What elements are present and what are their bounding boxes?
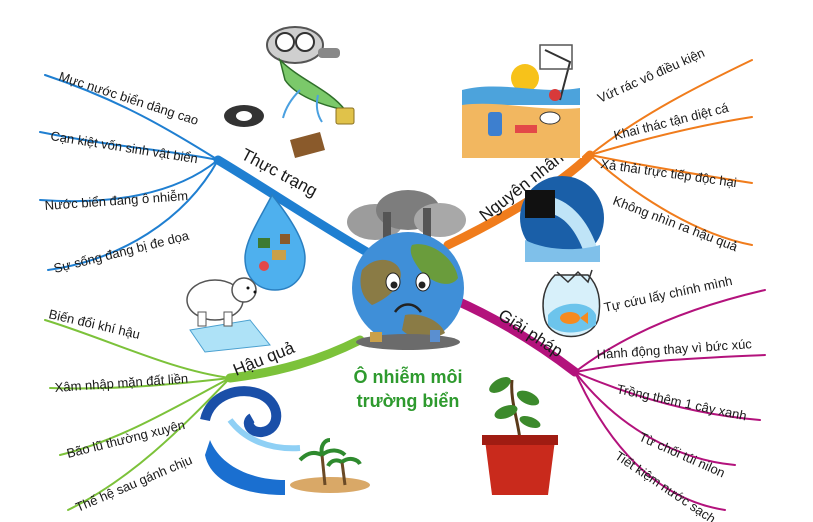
center-title-line2: trường biển bbox=[357, 391, 460, 411]
nguyen-nhan-item: Không nhìn ra hậu quả bbox=[611, 193, 741, 255]
branch-hau-qua-lines bbox=[44, 319, 365, 511]
thuc-trang-item: Nước biển đang ô nhiễm bbox=[44, 188, 188, 213]
sewage-pipe-icon bbox=[520, 176, 604, 262]
branch-thuc-trang-lines bbox=[39, 74, 377, 271]
tidal-wave-icon bbox=[200, 386, 370, 495]
branch-giai-phap-lines bbox=[450, 289, 766, 511]
polluted-earth-icon bbox=[347, 190, 466, 350]
giai-phap-item: Hành động thay vì bức xúc bbox=[596, 336, 753, 362]
potted-plant-icon bbox=[482, 377, 558, 495]
thuc-trang-item: Mực nước biển dâng cao bbox=[57, 69, 200, 128]
polar-bear-icon bbox=[186, 277, 271, 353]
nguyen-nhan-item: Vứt rác vô điều kiện bbox=[595, 45, 707, 106]
fish-gas-mask-icon bbox=[224, 26, 355, 158]
thuc-trang-item: Sự sống đang bị đe dọa bbox=[52, 228, 191, 276]
center-title-line1: Ô nhiễm môi bbox=[353, 366, 462, 387]
hau-qua-item: Xâm nhập mặn đất liền bbox=[54, 371, 188, 395]
water-drop-icon bbox=[244, 193, 306, 291]
hau-qua-item: Thế hệ sau gánh chịu bbox=[73, 452, 194, 515]
fish-in-bag-icon bbox=[542, 269, 601, 338]
giai-phap-item: Tự cứu lấy chính mình bbox=[603, 273, 734, 315]
nguyen-nhan-item: Khai thác tận diệt cá bbox=[612, 100, 731, 143]
giai-phap-item: Trồng thêm 1 cây xanh bbox=[615, 381, 748, 423]
nguyen-nhan-item: Xả thải trực tiếp độc hại bbox=[600, 156, 738, 190]
polluted-beach-icon bbox=[462, 44, 582, 158]
